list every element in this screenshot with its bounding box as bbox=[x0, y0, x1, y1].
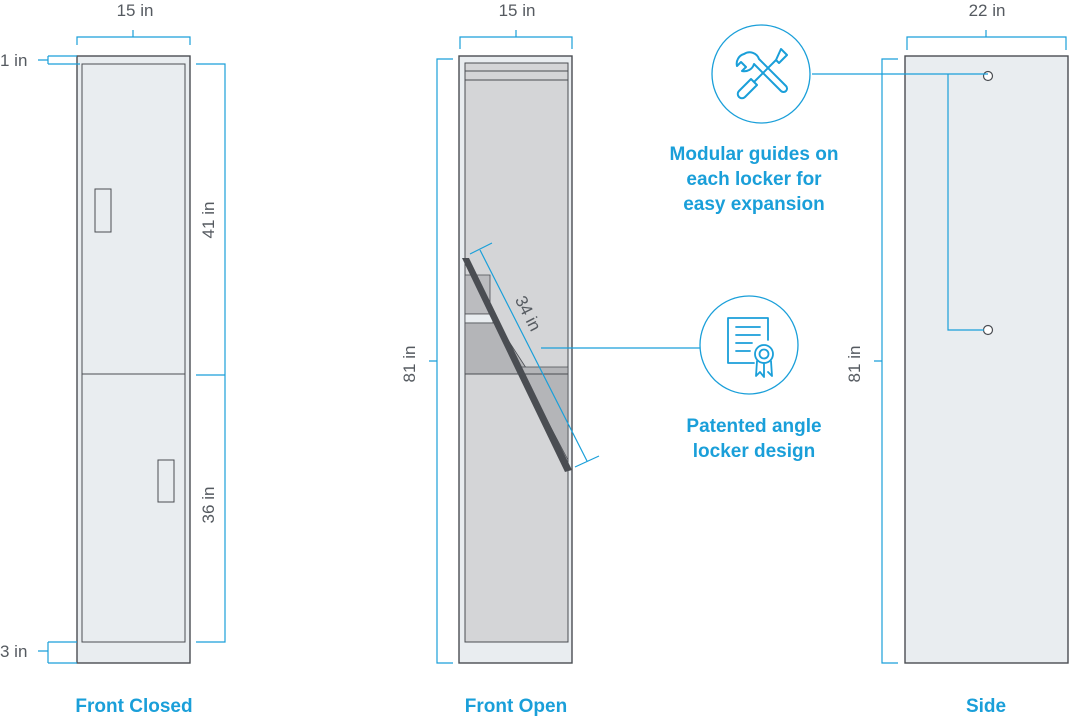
angled-compartment-gap bbox=[464, 313, 494, 324]
front-open-width-dimension-line bbox=[459, 30, 573, 49]
patented-callout: Patented angle locker design bbox=[541, 295, 822, 462]
front-closed-width-label: 15 in bbox=[117, 1, 154, 20]
side-view: 22 in 81 in Side bbox=[845, 1, 1069, 716]
side-height-dimension-line bbox=[874, 58, 898, 664]
certificate-icon bbox=[727, 317, 774, 378]
side-width-dimension-line bbox=[906, 30, 1067, 50]
front-closed-view: 15 in 1 in 3 in 41 in 36 in Front Closed bbox=[0, 1, 226, 716]
lower-door-handle bbox=[157, 459, 175, 503]
modular-callout-line-3: easy expansion bbox=[683, 194, 825, 215]
side-width-label: 22 in bbox=[969, 1, 1006, 20]
top-gap-label: 1 in bbox=[0, 51, 27, 70]
front-open-caption: Front Open bbox=[465, 696, 567, 716]
side-caption: Side bbox=[966, 696, 1006, 716]
modular-guide-upper bbox=[982, 70, 994, 82]
modular-guide-lower bbox=[982, 324, 994, 336]
tools-icon bbox=[735, 48, 789, 100]
bottom-gap-dimension-line bbox=[38, 641, 77, 664]
modular-leader-line bbox=[812, 73, 988, 331]
patented-callout-line-1: Patented angle bbox=[686, 416, 821, 437]
front-closed-caption: Front Closed bbox=[75, 696, 192, 716]
bottom-gap-label: 3 in bbox=[0, 642, 27, 661]
side-height-label: 81 in bbox=[845, 346, 864, 383]
angled-divider-board bbox=[462, 258, 572, 472]
front-open-height-dimension-line bbox=[429, 58, 453, 664]
patented-icon-circle bbox=[699, 295, 799, 395]
front-open-height-label: 81 in bbox=[400, 346, 419, 383]
patented-callout-line-2: locker design bbox=[693, 441, 816, 462]
modular-callout-line-1: Modular guides on bbox=[670, 144, 839, 165]
angle-length-dimension-line bbox=[469, 242, 600, 468]
door-height-dimension-line bbox=[196, 63, 226, 643]
side-panel bbox=[904, 55, 1069, 664]
front-open-width-label: 15 in bbox=[499, 1, 536, 20]
front-open-view: 34 in 15 in 81 in Front Open bbox=[400, 1, 600, 716]
lower-door bbox=[81, 373, 186, 643]
modular-callout: Modular guides on each locker for easy e… bbox=[670, 24, 988, 331]
upper-door-handle bbox=[94, 188, 112, 233]
upper-door-height-label: 41 in bbox=[199, 202, 218, 239]
lower-door-height-label: 36 in bbox=[199, 487, 218, 524]
front-closed-width-dimension-line bbox=[76, 30, 191, 45]
modular-callout-line-2: each locker for bbox=[686, 169, 822, 190]
top-gap-dimension-line bbox=[38, 55, 80, 65]
